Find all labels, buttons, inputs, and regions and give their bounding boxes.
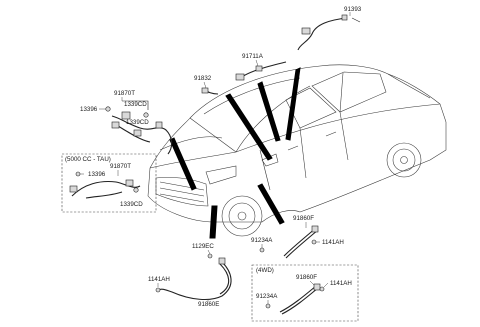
callout-1339CD-main-top: 1339CD xyxy=(124,101,147,108)
harness-91711A: 91711A xyxy=(235,53,287,81)
callout-91832: 91832 xyxy=(194,75,212,82)
leader-lines xyxy=(169,67,301,239)
callout-91860F-4wd: 91860F xyxy=(296,274,317,281)
inset-5000cc-tau: (5000 CC - TAU) 91870T 13396 1339CD xyxy=(61,153,157,213)
harness-91870T-main: 91870T 1339CD 13396 1339CD xyxy=(80,90,173,155)
callout-91234A: 91234A xyxy=(251,237,273,244)
inset-title-5000cc: (5000 CC - TAU) xyxy=(65,156,111,163)
callout-91711A: 91711A xyxy=(242,53,264,60)
car-body xyxy=(147,64,447,237)
inset-4wd: (4WD) 91860F 1141AH 91234A xyxy=(251,264,359,322)
callout-13396-inset: 13396 xyxy=(88,171,106,178)
callout-91393: 91393 xyxy=(344,6,362,13)
callout-91870T-inset: 91870T xyxy=(110,163,131,170)
part-91832: 91832 xyxy=(194,75,219,95)
harness-91860F: 91860F 91234A 1141AH xyxy=(251,215,344,259)
harness-91393: 91393 xyxy=(297,6,362,51)
callout-1129EC: 1129EC xyxy=(192,243,214,250)
callout-91860F: 91860F xyxy=(293,215,314,222)
callout-91234A-4wd: 91234A xyxy=(256,293,278,300)
callout-1141AH-4wd: 1141AH xyxy=(330,280,352,287)
inset-title-4wd: (4WD) xyxy=(256,267,274,274)
harness-91860E: 1129EC 1141AH 91860E xyxy=(148,243,232,308)
callout-13396-main: 13396 xyxy=(80,106,98,113)
callout-1339CD-inset: 1339CD xyxy=(120,201,143,208)
callout-1141AH-left: 1141AH xyxy=(148,276,170,283)
callout-1141AH-right: 1141AH xyxy=(322,239,344,246)
callout-91860E: 91860E xyxy=(198,301,219,308)
callout-91870T-main: 91870T xyxy=(114,90,135,97)
callout-1339CD-main-mid: 1339CD xyxy=(126,119,149,126)
